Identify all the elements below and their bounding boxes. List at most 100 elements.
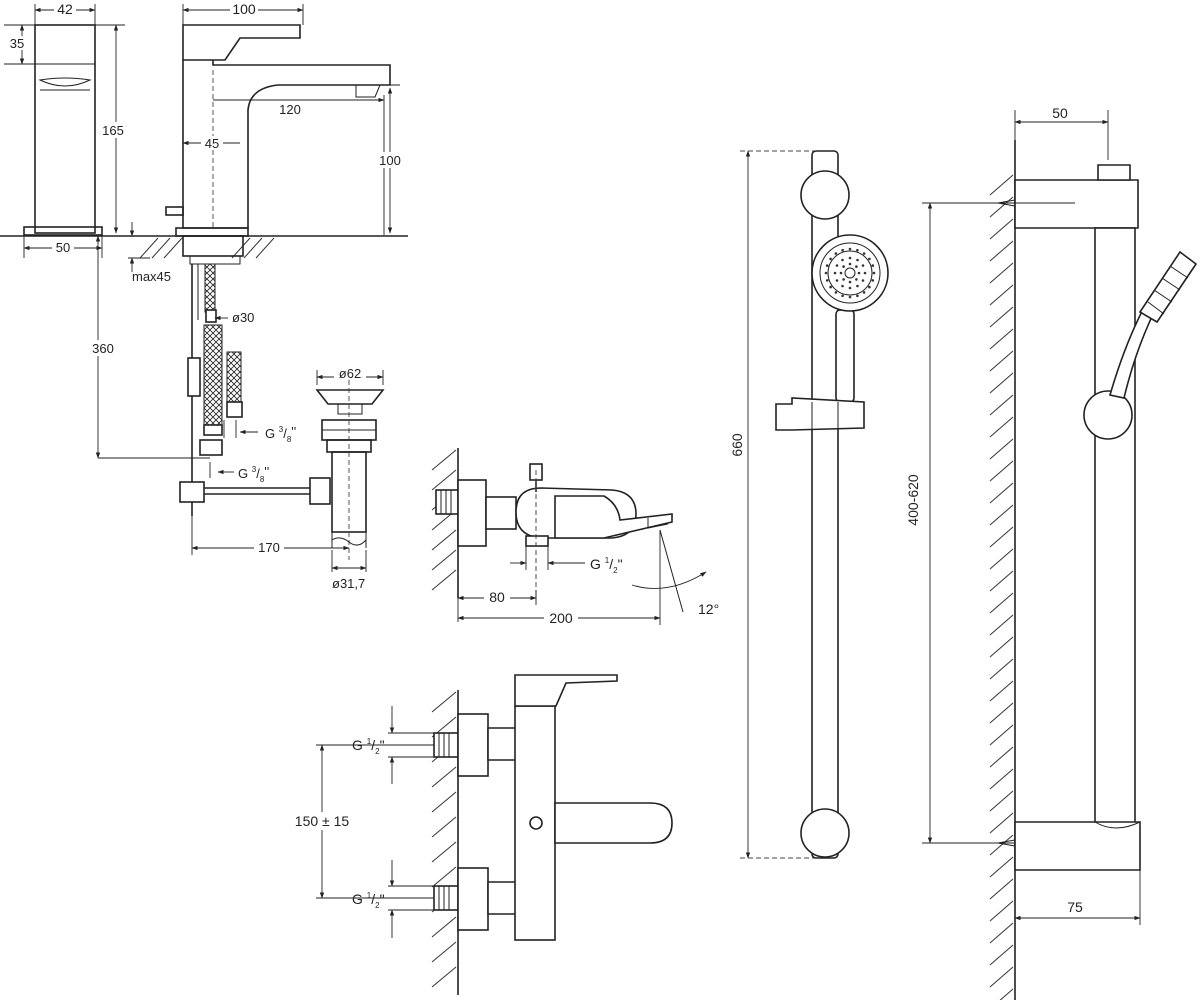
dim-75: 75: [1067, 899, 1083, 915]
hose-braided-2: [226, 351, 242, 403]
hatch-line: [989, 526, 1014, 548]
angle-12: 12°: [698, 601, 719, 617]
nozzle-dot: [855, 265, 858, 268]
hatch-line: [989, 570, 1014, 592]
basin-mixer-side-view: 42 35 165 50 100 120: [0, 1, 408, 591]
side-lever: [182, 24, 301, 61]
lever-front: [514, 674, 618, 707]
nozzle-dot: [872, 271, 876, 275]
hatch-line: [989, 856, 1014, 878]
connector-bottom-front: [457, 867, 489, 931]
nozzle-dot: [848, 286, 852, 290]
nozzle-dot: [871, 279, 875, 282]
nozzle-dot: [841, 294, 844, 298]
hose-upper: [204, 263, 216, 313]
hatch-line: [989, 240, 1014, 262]
hatch-line: [989, 394, 1014, 416]
hatch-line: [989, 548, 1014, 570]
front-spout-outline: [38, 77, 92, 87]
nozzle-dot: [841, 258, 844, 262]
hatch-line: [989, 614, 1014, 636]
side-base-plate: [175, 227, 249, 237]
nozzle-dot: [862, 291, 866, 294]
nozzle-dot: [856, 284, 859, 288]
hatch-line: [989, 702, 1014, 724]
nozzle-dot: [841, 248, 844, 252]
nozzle-dot: [861, 264, 865, 267]
nozzle-dot: [833, 271, 837, 275]
hatch-line: [989, 636, 1014, 658]
nozzle-dot: [848, 295, 852, 299]
hatch-line: [989, 306, 1014, 328]
side-body: [182, 60, 391, 229]
top-wall-bracket: [1014, 179, 1139, 229]
hatch-line: [989, 218, 1014, 240]
thread-g38-upper: G 3/8'': [265, 424, 296, 444]
dim-max45: max45: [132, 269, 171, 284]
wall-hatch: [431, 449, 457, 591]
hatch-line: [989, 944, 1014, 966]
hatch-line: [989, 284, 1014, 306]
nozzle-dot: [834, 252, 838, 255]
dim-200: 200: [549, 610, 573, 626]
bath-mixer-top-view: G 1/2" 80 200 12°: [431, 448, 719, 626]
nozzle-dot: [848, 247, 852, 251]
dim-50-rail: 50: [1052, 105, 1068, 121]
thread-g12-top-view: G 1/2": [590, 556, 623, 575]
wall-connector: [457, 479, 487, 547]
hatch-line: [989, 900, 1014, 922]
handshower-head: [811, 234, 889, 312]
dim-dia31-7: ø31,7: [332, 576, 365, 591]
hatch-line: [989, 724, 1014, 746]
bottom-bracket: [800, 808, 850, 858]
rod-clamp: [187, 357, 201, 397]
dim-35: 35: [10, 36, 24, 51]
dim-660: 660: [729, 433, 745, 457]
thread-top-front: [433, 732, 459, 758]
nozzle-dot: [857, 271, 861, 275]
nozzle-dot: [842, 265, 845, 268]
hose-braided-1: [203, 324, 223, 426]
nozzle-dot: [861, 279, 865, 282]
dim-100-right: 100: [379, 153, 401, 168]
shower-rail-front-view: 660: [729, 150, 889, 859]
top-bracket: [800, 170, 850, 220]
hatch-line: [989, 966, 1014, 988]
dim-120: 120: [279, 102, 301, 117]
bottom-wall-bracket: [1014, 821, 1141, 871]
nozzle-dot: [868, 257, 871, 261]
shower-outlet: [525, 535, 549, 547]
nozzle-dot: [856, 294, 859, 298]
dim-100-top: 100: [232, 1, 256, 17]
dim-170: 170: [258, 540, 280, 555]
dim-42: 42: [57, 1, 73, 17]
hatch-line: [989, 196, 1014, 218]
nozzle-dot: [829, 257, 832, 261]
hatch-line: [989, 746, 1014, 768]
hose-nut-1a: [203, 424, 223, 436]
popup-rod-clamp: [179, 481, 205, 503]
countertop-hatch: [139, 237, 275, 259]
spout-front: [554, 802, 673, 844]
dim-dia30: ø30: [232, 310, 254, 325]
nozzle-dot: [825, 264, 829, 267]
hatch-line: [999, 988, 1014, 1000]
nozzle-dot: [848, 256, 852, 260]
nozzle-dot: [848, 280, 852, 284]
nozzle-dot: [834, 291, 838, 294]
nozzle-dot: [824, 271, 828, 275]
nozzle-dot: [842, 278, 845, 281]
hatch-line: [989, 922, 1014, 944]
nozzle-dot: [829, 285, 832, 289]
mixer-button: [529, 816, 543, 830]
hose-nut-2: [226, 401, 243, 418]
connector-arm: [485, 496, 517, 530]
hatch-line: [989, 878, 1014, 900]
hose-fitting: [205, 309, 217, 323]
hatch-line: [989, 812, 1014, 834]
hatch-line: [989, 680, 1014, 702]
dim-50: 50: [56, 240, 70, 255]
nozzle-dot: [835, 279, 839, 282]
spout-aerator: [355, 84, 381, 98]
